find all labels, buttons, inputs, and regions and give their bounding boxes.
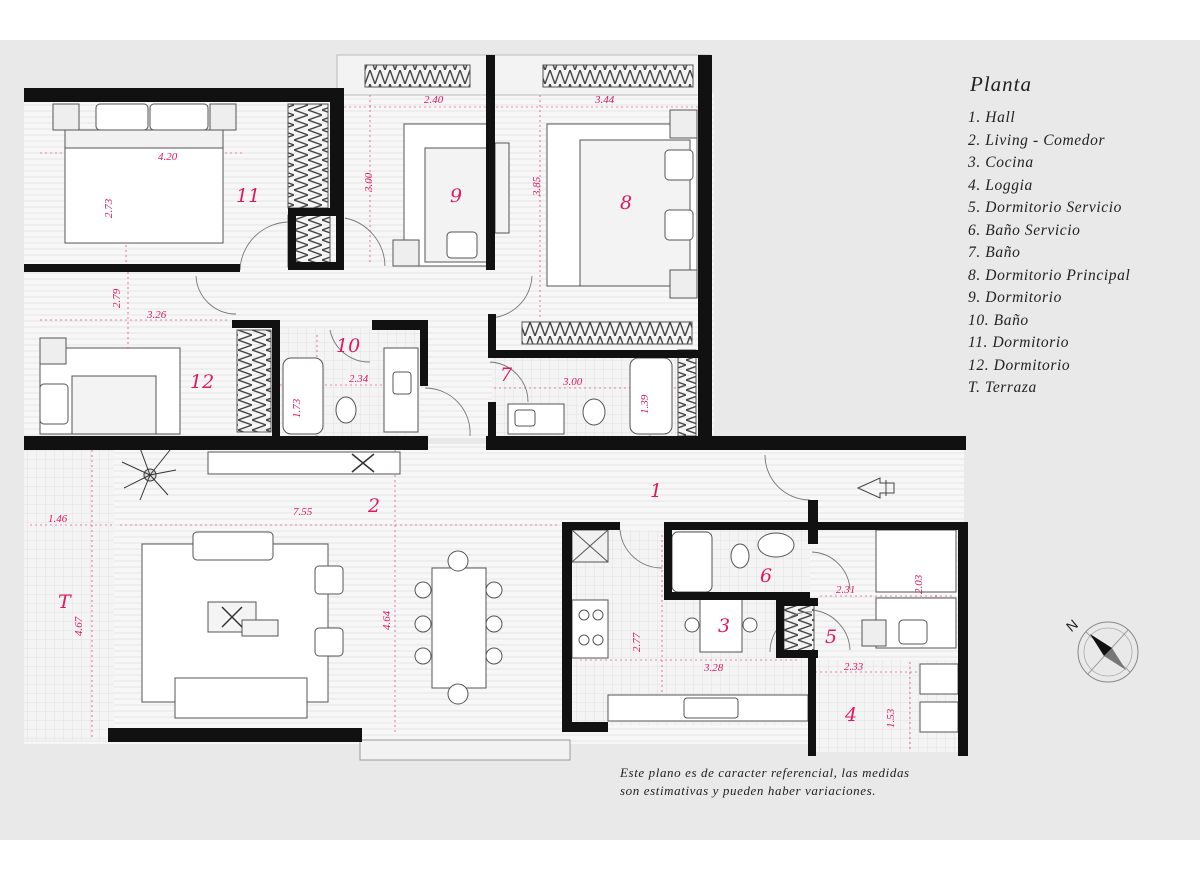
- room-number-3: 3: [718, 615, 730, 637]
- legend-title: Planta: [970, 72, 1032, 96]
- dim-9-height: 3.00: [363, 172, 375, 193]
- disclaimer-line-1: Este plano es de caracter referencial, l…: [620, 765, 910, 780]
- dim-12-width: 3.26: [146, 309, 167, 321]
- dim-8-width: 3.44: [594, 94, 615, 106]
- dimension-labels: 4.20 2.73 2.40 3.00 3.44 3.85 3.26 2.79 …: [48, 94, 925, 728]
- dim-7-height: 1.39: [639, 394, 651, 414]
- entry-arrow-icon: [856, 477, 895, 499]
- room-number-12: 12: [190, 371, 214, 393]
- legend-list: 1. Hall 2. Living - Comedor 3. Cocina 4.…: [968, 107, 1130, 400]
- dim-8-height: 3.85: [531, 176, 543, 197]
- legend-item: 3. Cocina: [968, 154, 1034, 171]
- dim-5-height: 2.03: [913, 574, 925, 594]
- legend-item: 6. Baño Servicio: [968, 221, 1081, 239]
- room-number-9: 9: [450, 185, 462, 207]
- room-number-6: 6: [760, 565, 772, 587]
- room-numbers: 1 2 3 4 5 6 7 8 9 10 11 12 T: [58, 185, 857, 726]
- room-number-5: 5: [825, 626, 837, 648]
- legend-item: T. Terraza: [968, 379, 1037, 396]
- plant-icon: [121, 447, 375, 628]
- walls: [24, 55, 968, 756]
- dim-2-width: 7.55: [293, 506, 313, 518]
- room-number-8: 8: [620, 192, 632, 214]
- dim-10-width: 2.34: [349, 373, 369, 385]
- legend-item: 10. Baño: [968, 311, 1029, 329]
- room-number-7: 7: [500, 364, 513, 386]
- furniture: [39, 64, 959, 733]
- dim-12-height: 2.79: [111, 288, 123, 308]
- room-number-2: 2: [367, 495, 380, 517]
- legend-item: 8. Dormitorio Principal: [968, 266, 1131, 284]
- legend-item: 4. Loggia: [968, 176, 1033, 194]
- legend-item: 11. Dormitorio: [968, 334, 1070, 351]
- dim-11-width: 4.20: [158, 151, 178, 163]
- door-swings: [195, 217, 851, 653]
- dim-t-height: 4.67: [73, 616, 85, 636]
- dim-7-width: 3.00: [562, 376, 583, 388]
- dim-9-width: 2.40: [424, 94, 444, 106]
- dim-t-width: 1.46: [48, 513, 68, 525]
- dim-3-width: 3.28: [703, 662, 724, 674]
- legend-item: 5. Dormitorio Servicio: [968, 199, 1122, 216]
- legend-item: 2. Living - Comedor: [968, 131, 1106, 149]
- legend-item: 12. Dormitorio: [968, 356, 1071, 374]
- dim-2-height: 4.64: [381, 610, 393, 630]
- dim-10-height: 1.73: [291, 398, 303, 418]
- dim-4-height: 1.53: [885, 708, 897, 728]
- dim-3-height: 2.77: [631, 632, 643, 652]
- dim-11-height: 2.73: [103, 198, 115, 218]
- disclaimer-note: Este plano es de caracter referencial, l…: [620, 764, 980, 800]
- legend-item: 7. Baño: [968, 244, 1021, 261]
- room-number-11: 11: [236, 185, 260, 207]
- legend-item: 1. Hall: [968, 109, 1016, 126]
- disclaimer-line-2: son estimativas y pueden haber variacion…: [620, 783, 877, 798]
- room-number-t: T: [58, 591, 72, 613]
- legend: Planta 1. Hall 2. Living - Comedor 3. Co…: [968, 72, 1130, 400]
- room-number-4: 4: [844, 704, 857, 726]
- room-number-1: 1: [650, 480, 662, 502]
- room-number-10: 10: [336, 335, 360, 357]
- dim-5-width: 2.31: [836, 584, 855, 596]
- dim-4-width: 2.33: [844, 661, 864, 673]
- legend-item: 9. Dormitorio: [968, 289, 1062, 306]
